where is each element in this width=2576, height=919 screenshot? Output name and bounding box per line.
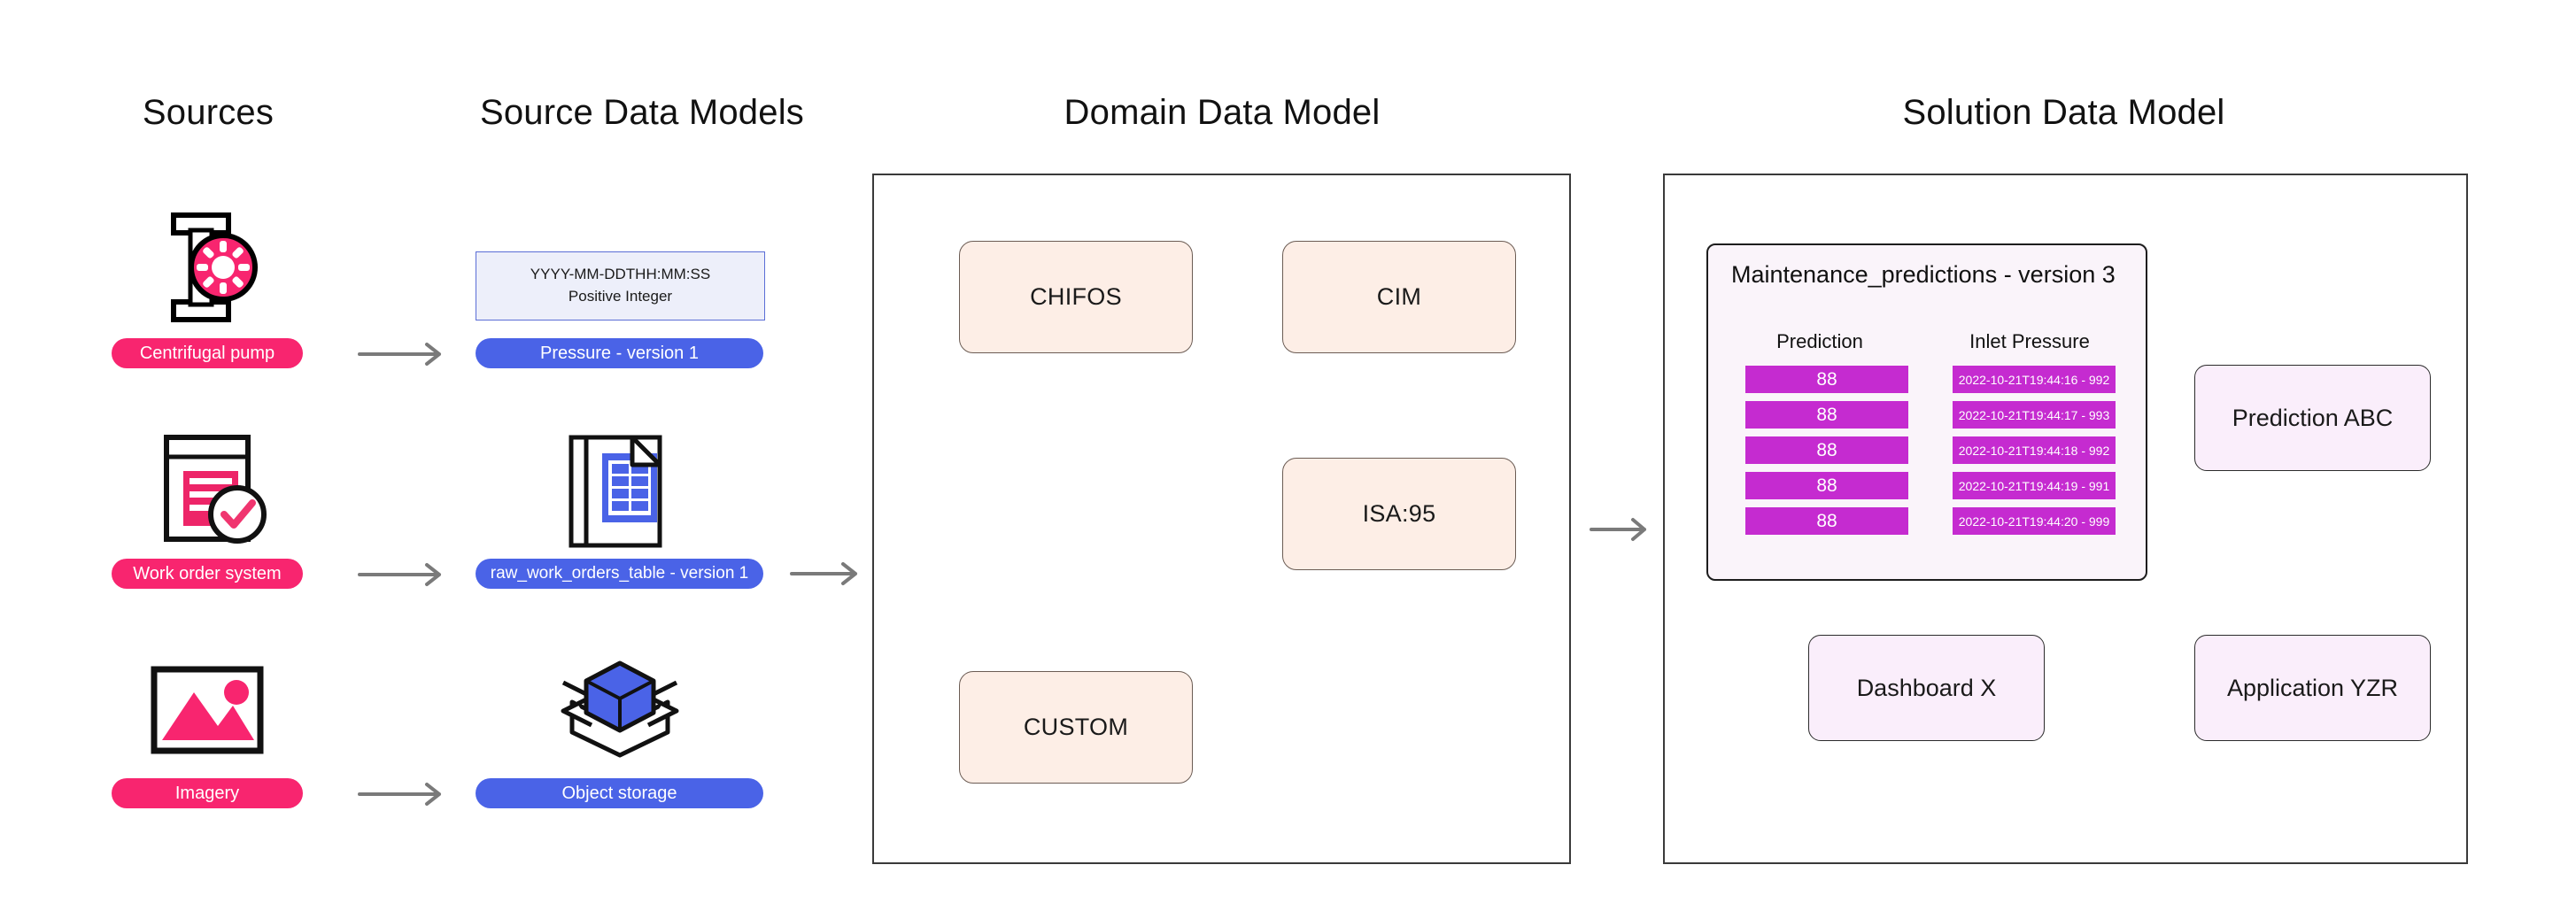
solution-box-prediction-abc[interactable]: Prediction ABC [2194,365,2431,471]
maintenance-card-title: Maintenance_predictions - version 3 [1731,261,2116,288]
prediction-value-chip: 88 [1745,366,1908,393]
inlet-pressure-value-chip: 2022-10-21T19:44:17 - 993 [1953,401,2116,429]
source-label-centrifugal-pump[interactable]: Centrifugal pump [112,338,303,368]
solution-box-application-yzr[interactable]: Application YZR [2194,635,2431,741]
work-order-document-icon [159,434,270,547]
source-label-work-order-system[interactable]: Work order system [112,559,303,589]
solution-box-dashboard-x[interactable]: Dashboard X [1808,635,2045,741]
object-storage-box-icon [558,660,682,759]
column-title-source-data-models: Source Data Models [479,93,804,132]
domain-box-isa95[interactable]: ISA:95 [1282,458,1516,570]
table-document-icon [567,434,673,549]
arrow-right-icon [354,557,452,592]
schema-line-datetime: YYYY-MM-DDTHH:MM:SS [530,266,711,283]
prediction-value-chip: 88 [1745,436,1908,464]
domain-box-custom[interactable]: CUSTOM [959,671,1193,784]
prediction-value-chip: 88 [1745,472,1908,499]
arrow-right-icon [1588,512,1657,547]
column-title-sources: Sources [142,93,275,132]
schema-definition-box: YYYY-MM-DDTHH:MM:SS Positive Integer [476,251,765,320]
column-header-prediction: Prediction [1776,330,1863,352]
domain-box-cim[interactable]: CIM [1282,241,1516,353]
arrow-right-icon [788,556,868,591]
source-label-imagery[interactable]: Imagery [112,778,303,808]
prediction-value-chip: 88 [1745,401,1908,429]
column-title-solution-data-model: Solution Data Model [1902,93,2225,132]
inlet-pressure-value-chip: 2022-10-21T19:44:18 - 992 [1953,436,2116,464]
imagery-picture-icon [151,666,264,754]
schema-line-integer: Positive Integer [568,288,673,305]
column-header-inlet-pressure: Inlet Pressure [1969,330,2090,352]
domain-box-chifos[interactable]: CHIFOS [959,241,1193,353]
centrifugal-pump-icon [158,212,264,323]
inlet-pressure-value-chip: 2022-10-21T19:44:16 - 992 [1953,366,2116,393]
arrow-right-icon [354,336,452,372]
source-model-label-pressure[interactable]: Pressure - version 1 [476,338,763,368]
maintenance-predictions-card: Maintenance_predictions - version 3 Pred… [1706,243,2147,581]
prediction-value-chip: 88 [1745,507,1908,535]
source-model-label-object-storage[interactable]: Object storage [476,778,763,808]
inlet-pressure-value-chip: 2022-10-21T19:44:20 - 999 [1953,507,2116,535]
inlet-pressure-value-chip: 2022-10-21T19:44:19 - 991 [1953,472,2116,499]
column-title-domain-data-model: Domain Data Model [1064,93,1381,132]
source-model-label-raw-work-orders[interactable]: raw_work_orders_table - version 1 [476,559,763,589]
arrow-right-icon [354,776,452,812]
